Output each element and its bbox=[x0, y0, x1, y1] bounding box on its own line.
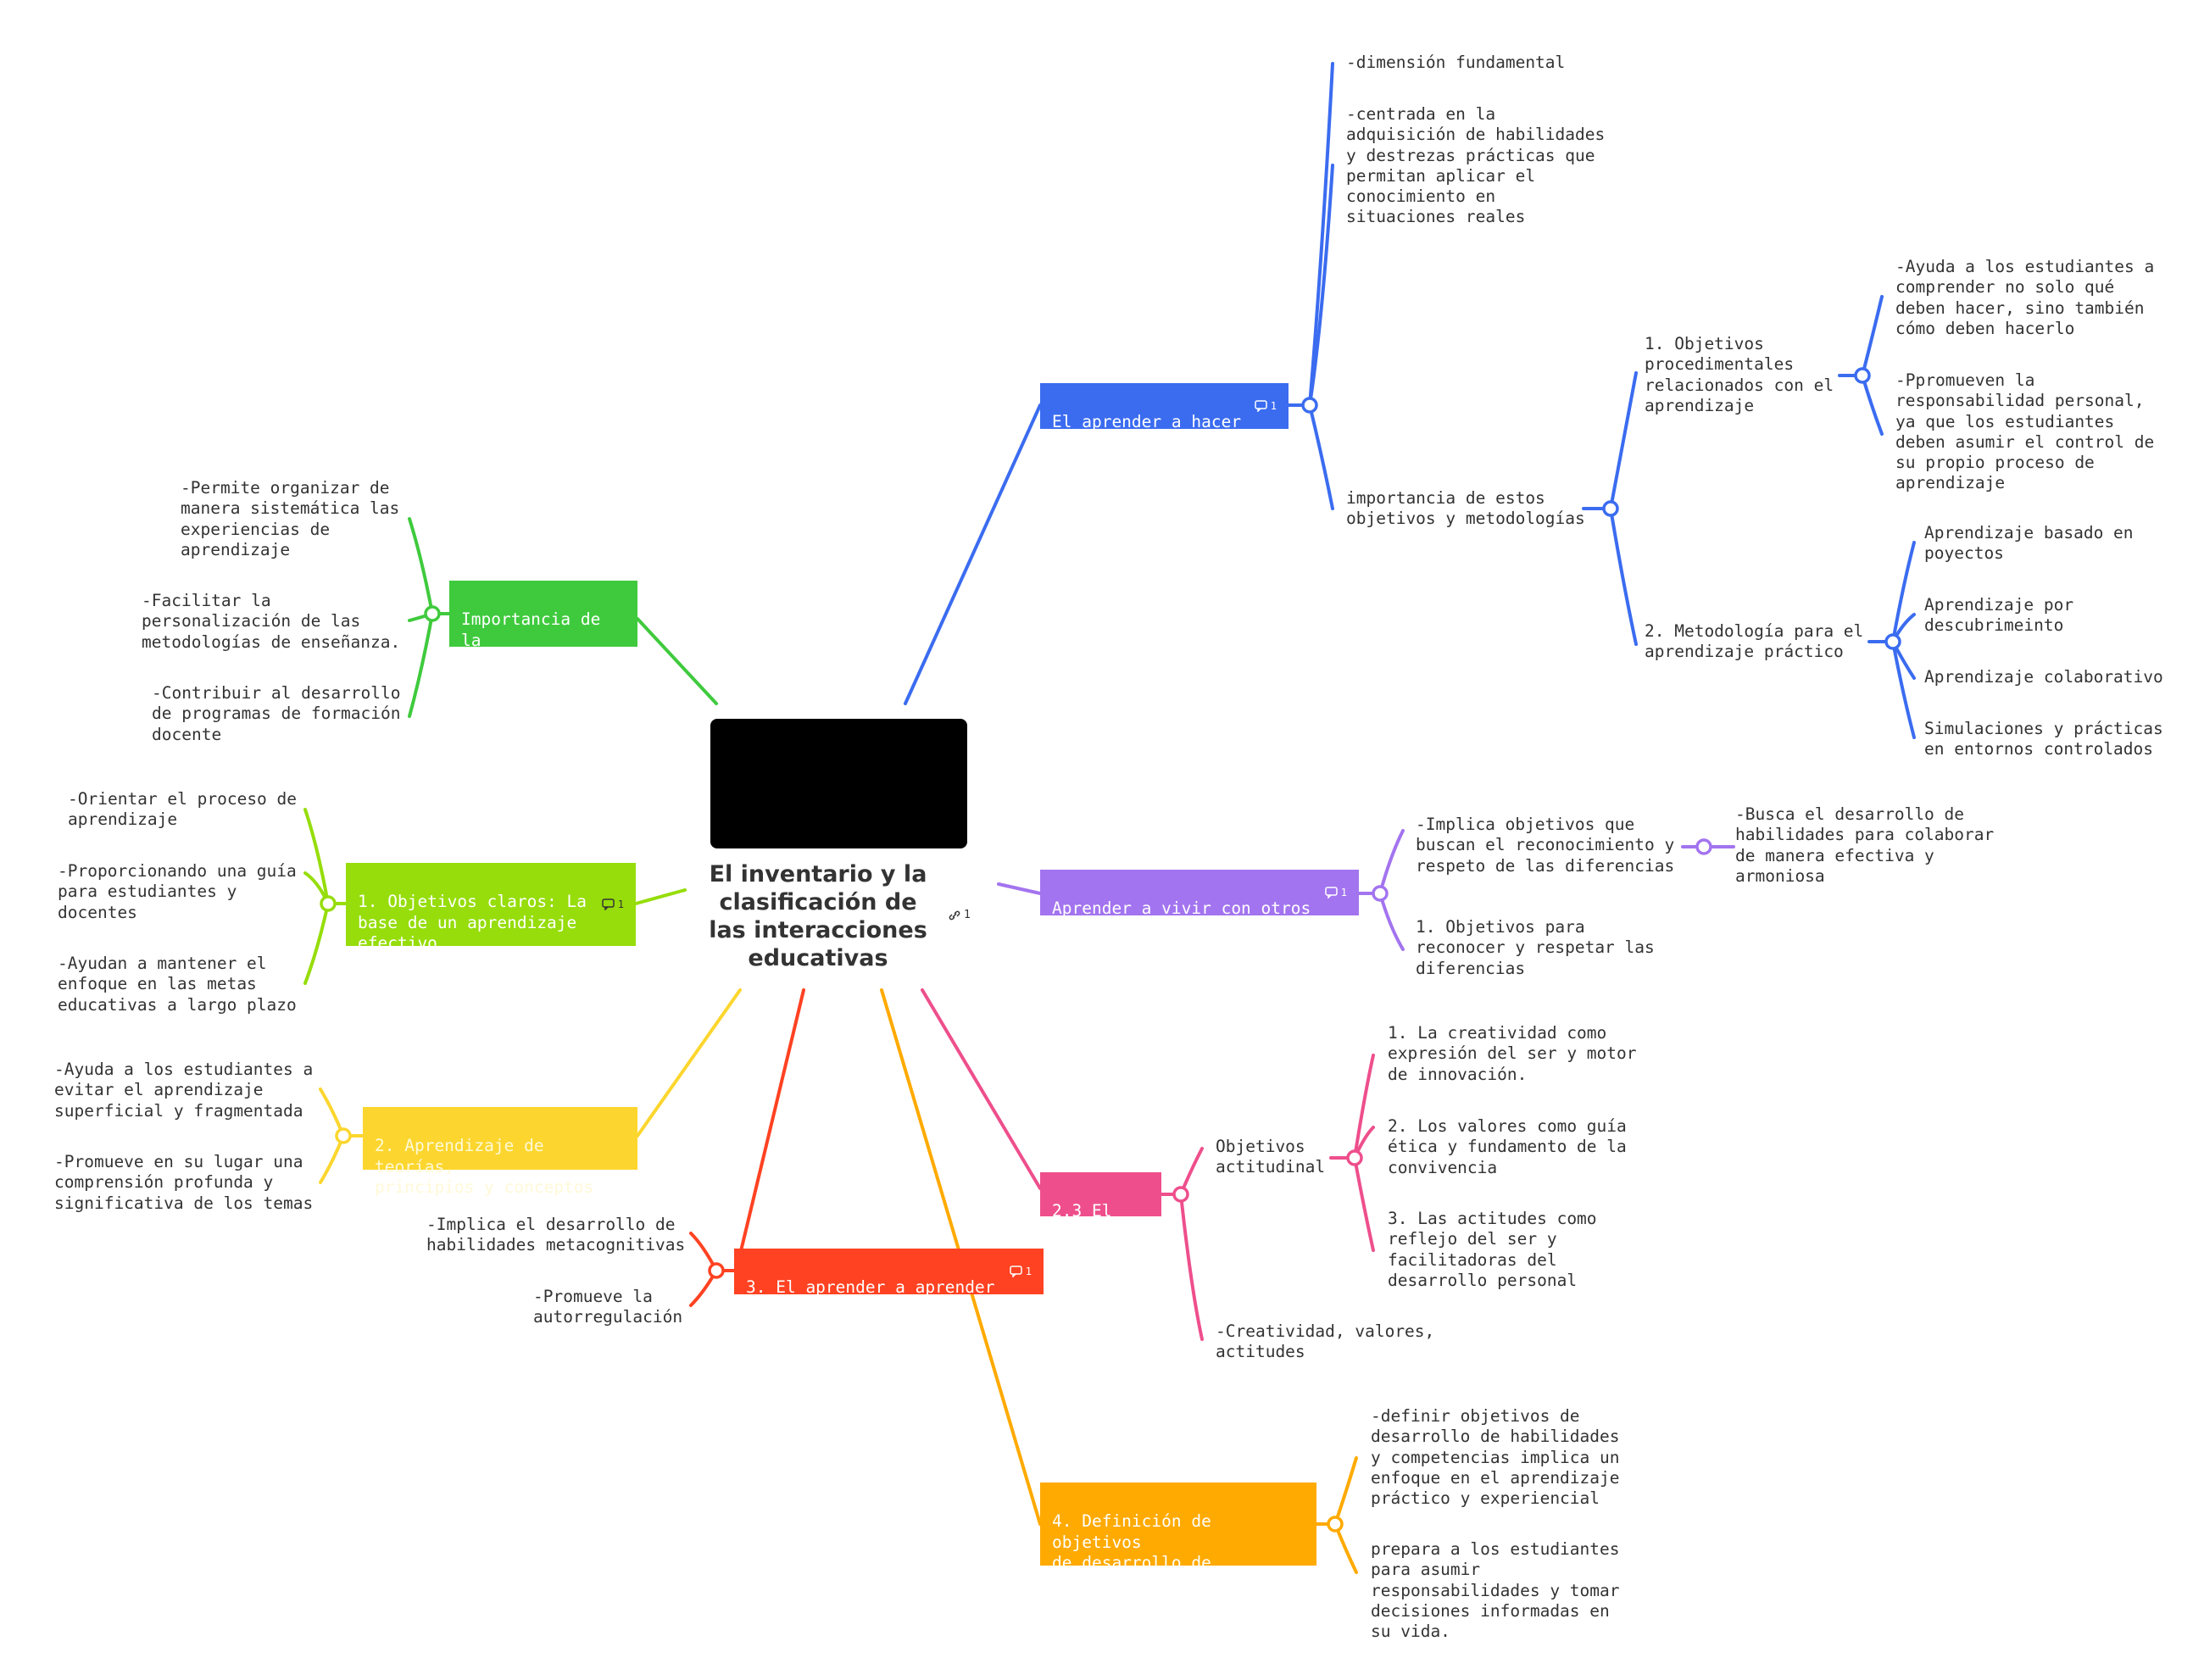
link-central-teorias bbox=[636, 988, 742, 1138]
branch-label: 1. Objetivos claros: La base de un apren… bbox=[358, 892, 587, 953]
item-dimension[interactable]: -dimensión fundamental bbox=[1346, 53, 1566, 72]
branch-aprender-aprender[interactable]: 3. El aprender a aprender 1 bbox=[734, 1249, 1044, 1298]
item-centrada[interactable]: -centrada en la adquisición de habilidad… bbox=[1346, 104, 1606, 227]
item-mantener-enfoque[interactable]: -Ayudan a mantener el enfoque en las met… bbox=[58, 954, 297, 1015]
branch-label: Aprender a vivir con otros bbox=[1052, 898, 1311, 919]
item-proporcionando-guia[interactable]: -Proporcionando una guía para estudiante… bbox=[58, 861, 297, 922]
comment-icon bbox=[602, 898, 615, 910]
item-prepara-estudiantes[interactable]: prepara a los estudiantes para asumir re… bbox=[1371, 1539, 1620, 1642]
item-evitar-superficial[interactable]: -Ayuda a los estudiantes a evitar el apr… bbox=[54, 1060, 314, 1121]
item-creatividad-motor[interactable]: 1. La creatividad como expresión del ser… bbox=[1388, 1023, 1637, 1084]
central-link-badge[interactable]: 1 bbox=[948, 909, 971, 921]
branch-label: 4. Definición de objetivos de desarrollo… bbox=[1052, 1511, 1211, 1614]
item-definir-objetivos[interactable]: -definir objetivos de desarrollo de habi… bbox=[1371, 1406, 1620, 1509]
branch-el-ser[interactable]: 2.3 El ser bbox=[1040, 1172, 1161, 1242]
branch-label: 2. Aprendizaje de teorías, principios y … bbox=[375, 1136, 594, 1197]
branch-aprender-hacer[interactable]: El aprender a hacer 1 bbox=[1040, 383, 1289, 432]
link-count: 1 bbox=[964, 909, 971, 921]
link-central-el-ser bbox=[921, 988, 1042, 1190]
item-organizar-sistematica[interactable]: -Permite organizar de manera sistemática… bbox=[181, 478, 400, 559]
item-objetivos-reconocer[interactable]: 1. Objetivos para reconocer y respetar l… bbox=[1416, 917, 1655, 978]
item-metodologia[interactable]: 2. Metodología para el aprendizaje práct… bbox=[1645, 621, 1864, 662]
comment-badge[interactable]: 1 bbox=[602, 898, 624, 910]
item-promueven-responsabilidad[interactable]: -Ppromueven la responsabilidad personal,… bbox=[1895, 370, 2155, 493]
item-actitudes-reflejo[interactable]: 3. Las actitudes como reflejo del ser y … bbox=[1388, 1209, 1597, 1290]
item-orientar-proceso[interactable]: -Orientar el proceso de aprendizaje bbox=[68, 789, 298, 830]
item-objetivos-actitudinal[interactable]: Objetivos actitudinal bbox=[1216, 1137, 1326, 1177]
comment-icon bbox=[1010, 1266, 1022, 1277]
item-metacognitivas[interactable]: -Implica el desarrollo de habilidades me… bbox=[426, 1215, 686, 1255]
branch-label: Importancia de la Clasificación bbox=[461, 609, 601, 670]
branch-label: 2.3 El ser bbox=[1052, 1201, 1112, 1242]
central-topic[interactable]: El inventario y la clasificación de las … bbox=[709, 861, 927, 971]
comment-icon bbox=[1255, 400, 1267, 412]
link-central-aprender-aprender bbox=[738, 988, 805, 1256]
branch-label: 3. El aprender a aprender bbox=[746, 1277, 995, 1298]
item-comprension-profunda[interactable]: -Promueve en su lugar una comprensión pr… bbox=[54, 1152, 314, 1213]
branch-importancia-clasificacion[interactable]: Importancia de la Clasificación bbox=[449, 581, 637, 670]
branch-objetivos-claros[interactable]: 1. Objetivos claros: La base de un apren… bbox=[346, 863, 636, 953]
item-aprendizaje-colaborativo[interactable]: Aprendizaje colaborativo bbox=[1924, 667, 2163, 687]
comment-badge[interactable]: 1 bbox=[1255, 400, 1277, 412]
link-central-importancia-clas bbox=[636, 617, 718, 705]
item-personalizacion[interactable]: -Facilitar la personalización de las met… bbox=[142, 591, 401, 652]
branch-teorias[interactable]: 2. Aprendizaje de teorías, principios y … bbox=[363, 1107, 637, 1197]
comment-badge[interactable]: 1 bbox=[1010, 1266, 1032, 1277]
link-icon bbox=[949, 910, 960, 920]
item-obj-procedimentales[interactable]: 1. Objetivos procedimentales relacionado… bbox=[1645, 334, 1834, 415]
item-ayuda-comprender[interactable]: -Ayuda a los estudiantes a comprender no… bbox=[1895, 257, 2155, 338]
item-valores-guia[interactable]: 2. Los valores como guía ética y fundame… bbox=[1388, 1116, 1627, 1177]
item-autorregulacion[interactable]: -Promueve la autorregulación bbox=[533, 1287, 683, 1327]
item-busca-desarrollo[interactable]: -Busca el desarrollo de habilidades para… bbox=[1735, 804, 1995, 886]
comment-icon bbox=[1325, 887, 1338, 898]
item-importancia-objetivos[interactable]: importancia de estos objetivos y metodol… bbox=[1346, 488, 1585, 529]
item-contribuir-desarrollo[interactable]: -Contribuir al desarrollo de programas d… bbox=[152, 683, 401, 744]
item-aprendizaje-proyectos[interactable]: Aprendizaje basado en poyectos bbox=[1924, 523, 2134, 564]
item-simulaciones[interactable]: Simulaciones y prácticas en entornos con… bbox=[1924, 719, 2163, 759]
branch-definicion[interactable]: 4. Definición de objetivos de desarrollo… bbox=[1040, 1483, 1316, 1613]
item-implica-objetivos[interactable]: -Implica objetivos que buscan el reconoc… bbox=[1416, 815, 1675, 876]
link-central-vivir-otros bbox=[997, 882, 1042, 895]
link-central-aprender-hacer bbox=[904, 403, 1042, 705]
branch-vivir-otros[interactable]: Aprender a vivir con otros 1 bbox=[1040, 870, 1359, 919]
link-central-objetivos-claros bbox=[634, 888, 687, 905]
comment-badge[interactable]: 1 bbox=[1325, 887, 1347, 898]
central-image bbox=[710, 719, 967, 848]
branch-label: El aprender a hacer bbox=[1052, 412, 1242, 432]
item-creatividad-valores[interactable]: -Creatividad, valores, actitudes bbox=[1216, 1321, 1435, 1362]
item-aprendizaje-descubrimiento[interactable]: Aprendizaje por descubrimeinto bbox=[1924, 595, 2074, 636]
